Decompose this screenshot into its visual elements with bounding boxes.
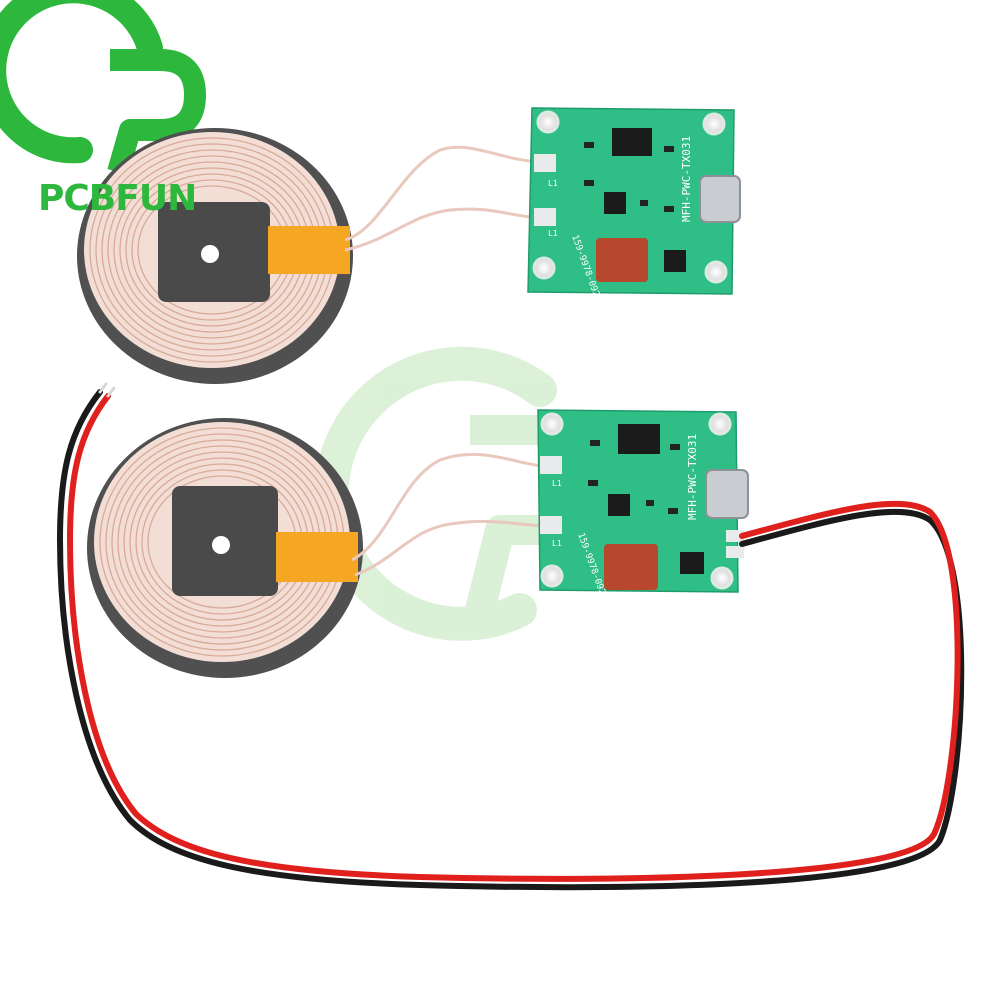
coil-bottom	[87, 418, 363, 678]
silkscreen-inductor-label: L1	[552, 479, 562, 488]
brand-logo-text: PCBFUN	[38, 178, 197, 219]
center-hole	[212, 536, 230, 554]
coil-bottom-leads	[351, 452, 543, 577]
silkscreen-model-label: MFH-PWC-TX031	[686, 434, 699, 520]
ic-chip	[612, 128, 652, 156]
capacitor	[604, 544, 658, 590]
capacitor	[596, 238, 648, 282]
ic-chip	[664, 250, 686, 272]
silkscreen-inductor-label: L1	[552, 539, 562, 548]
silkscreen-model-label: MFH-PWC-TX031	[680, 136, 693, 222]
pcb-bottom	[537, 409, 749, 593]
silkscreen-inductor-label: L1	[548, 179, 558, 188]
wire-red	[66, 393, 961, 882]
ic-chip	[618, 424, 660, 454]
coil-top	[77, 128, 353, 384]
power-cable	[56, 382, 965, 891]
ic-chip	[680, 552, 704, 574]
solder-pad	[726, 546, 744, 558]
solder-pad	[726, 530, 744, 542]
brand-logo-mark	[0, 0, 206, 176]
solder-pad	[534, 154, 556, 172]
ic-chip	[604, 192, 626, 214]
kapton-tape	[276, 532, 358, 582]
ic-chip	[608, 494, 630, 516]
silkscreen-inductor-label: L1	[548, 229, 558, 238]
usb-c-port	[699, 175, 741, 223]
usb-c-port	[705, 469, 749, 519]
kapton-tape	[268, 226, 350, 274]
solder-pad	[534, 208, 556, 226]
solder-pad	[540, 516, 562, 534]
center-hole	[201, 245, 219, 263]
solder-pad	[540, 456, 562, 474]
coil-top-leads	[344, 145, 541, 252]
pcb-top	[527, 107, 741, 295]
